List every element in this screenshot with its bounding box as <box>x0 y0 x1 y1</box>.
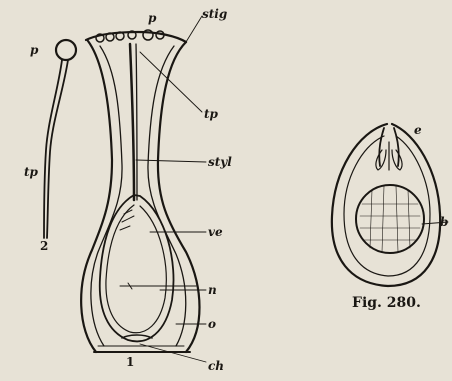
figure-caption: Fig. 280. <box>352 296 421 310</box>
label-styl: styl <box>208 156 232 168</box>
pollen-grain-with-tube <box>44 40 76 238</box>
label-e: e <box>414 124 422 136</box>
pistil-drawing <box>81 30 199 352</box>
label-p-top: p <box>148 12 156 24</box>
label-b: b <box>440 216 448 228</box>
label-ch: ch <box>208 360 224 372</box>
label-n: n <box>208 284 217 296</box>
label-tp-left: tp <box>24 166 38 178</box>
label-stig: stig <box>202 8 227 20</box>
ovule-section-drawing <box>332 124 440 286</box>
figure-number-1: 1 <box>126 356 134 368</box>
label-tp-right: tp <box>204 108 218 120</box>
label-ve: ve <box>208 226 223 238</box>
label-o: o <box>208 318 216 330</box>
label-p-left: p <box>30 44 38 56</box>
figure-number-2: 2 <box>40 240 48 252</box>
